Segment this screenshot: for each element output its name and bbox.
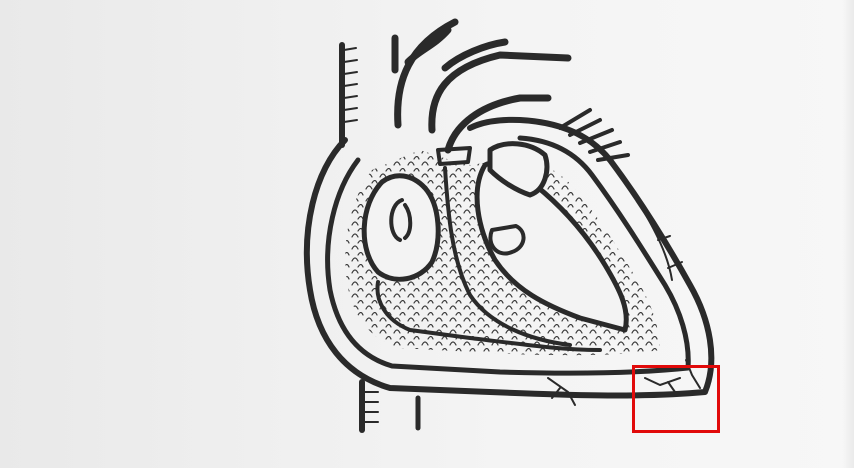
aortic-arch (391, 18, 572, 134)
right-ventricle (375, 280, 602, 352)
semilunar-valve (436, 146, 472, 166)
coronary-vessels (547, 204, 701, 406)
right-atrium (361, 173, 441, 282)
interventricular-septum (443, 166, 572, 347)
left-atrium (487, 141, 550, 198)
outer-heart-wall (303, 116, 715, 399)
pulmonary-artery (444, 94, 630, 162)
inner-heart-wall (325, 135, 691, 376)
superior-vena-cava (339, 42, 358, 148)
inferior-vena-cava (359, 379, 421, 433)
papillary-muscle (488, 224, 526, 256)
fossa-ovalis (389, 198, 413, 242)
